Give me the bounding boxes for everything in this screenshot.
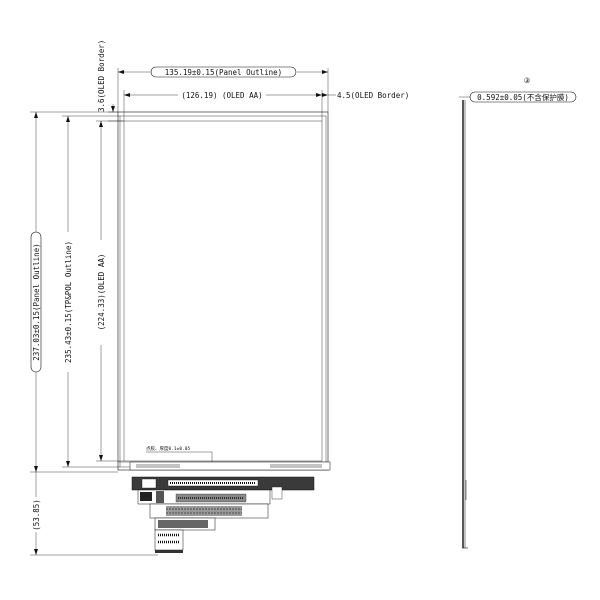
oled-aa-width-label: (126.19) (OLED AA) — [181, 91, 262, 100]
fpc-length-label: (53.85) — [32, 499, 41, 531]
panel-height-label: 237.03±0.15(Panel Outline) — [32, 243, 41, 360]
callout-number: ③ — [524, 76, 531, 85]
bonding-strip — [129, 461, 331, 471]
fpc-flex-circuit — [131, 476, 315, 553]
panel-width-label: 135.19±0.15(Panel Outline) — [165, 68, 282, 77]
glue-note: 点胶、厚度0.1±0.05 — [146, 445, 190, 452]
panel-outline — [117, 111, 329, 471]
oled-border-top-label: 3.6(OLED Border) — [97, 40, 106, 112]
oled-active-area — [123, 120, 323, 462]
oled-border-right-label: 4.5(OLED Border) — [337, 91, 409, 100]
tp-pol-outline — [119, 115, 327, 468]
thickness-label: 0.592±0.05(不含保护膜) — [477, 92, 569, 102]
oled-aa-height-label: (224.33)(OLED AA) — [97, 254, 106, 331]
side-view — [462, 100, 468, 549]
tp-pol-height-label: 235.43±0.15(TP&POL Outline) — [64, 241, 73, 363]
